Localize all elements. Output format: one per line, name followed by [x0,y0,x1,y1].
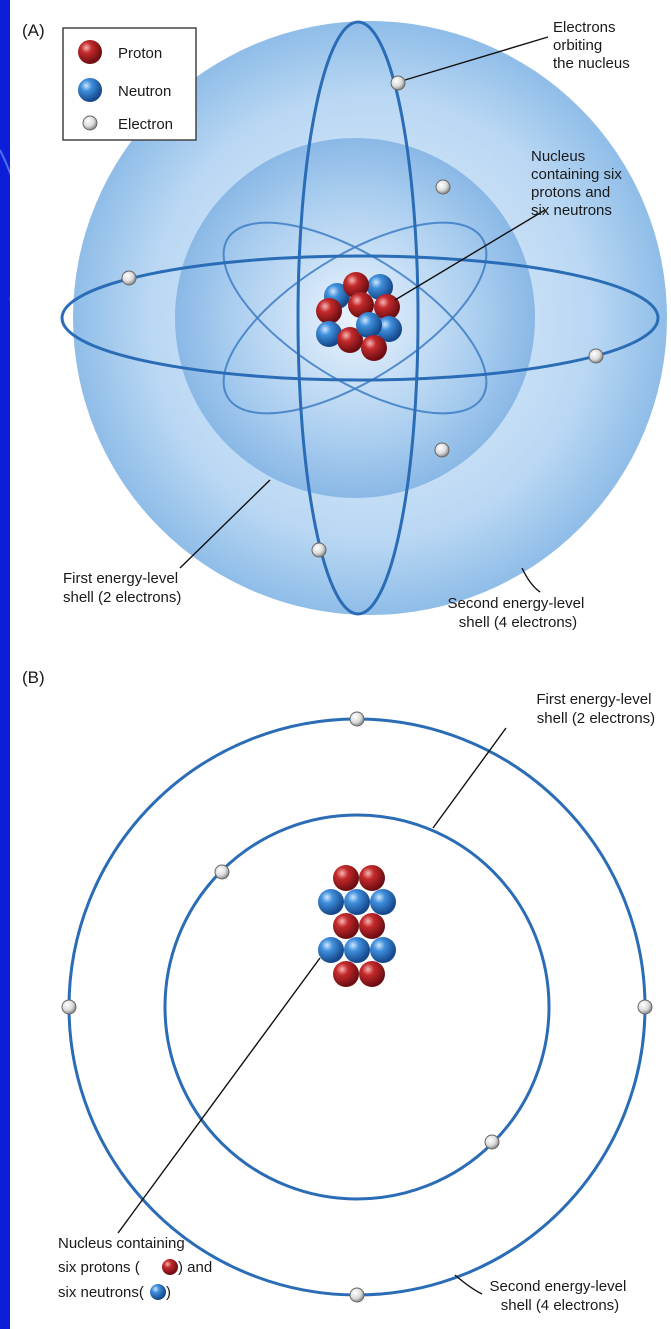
neutron [316,321,342,347]
callout-line: shell (4 electrons) [501,1297,619,1314]
proton [359,865,385,891]
leader-electrons [404,36,549,81]
inner-orbit-1 [222,221,488,415]
electrons-b [61,711,653,1303]
nucleus-b [318,865,396,987]
proton [333,961,359,987]
callout-line: shell (2 electrons) [537,710,655,727]
neutron [318,937,344,963]
nucleus-a [316,272,402,361]
callout-line: the nucleus [553,55,630,72]
inner-orbit-2 [222,221,488,415]
first-shell-sphere [175,138,535,498]
neutron [344,937,370,963]
proton [348,292,374,318]
leader-nucleus [394,209,546,301]
callout-line: Electrons [553,19,616,36]
callout-line: six neutrons( [58,1284,144,1301]
outer-orbits [60,20,660,616]
callouts-b [117,727,507,1295]
callout-electrons-orbiting: Electrons orbiting the nucleus [553,19,630,72]
electron [121,270,137,286]
inline-proton-swatch [162,1259,178,1275]
callout-line: shell (4 electrons) [459,614,577,631]
neutron [356,312,382,338]
leader-nucleus-b [117,957,321,1234]
callout-first-shell-a: First energy-level shell (2 electrons) [63,570,182,606]
proton [361,335,387,361]
leader-first-shell-b [432,727,507,829]
legend-electron-label: Electron [118,116,173,133]
callout-line: Nucleus containing [58,1235,185,1252]
callout-line: containing six [531,166,622,183]
proton [359,961,385,987]
electron [214,864,230,880]
callout-nucleus-b: Nucleus containing six protons ( ) and s… [58,1235,212,1301]
legend-neutron-swatch [78,78,102,102]
electron [484,1134,500,1150]
panel-a-letter: (A) [22,21,45,40]
inline-neutron-swatch [150,1284,166,1300]
leader-second-shell-b [454,1274,483,1295]
proton [374,294,400,320]
electron [435,179,451,195]
legend-electron-swatch [82,115,98,131]
electron [637,999,653,1015]
callout-line: First energy-level [536,691,651,708]
leader-first-shell [179,479,271,569]
callouts-a [179,36,549,593]
electron [390,75,406,91]
callout-line: shell (2 electrons) [63,589,181,606]
callout-line: ) [166,1284,171,1301]
electron [349,1287,365,1303]
proton [316,298,342,324]
neutron [376,316,402,342]
neutron [370,937,396,963]
callout-second-shell-b: Second energy-level shell (4 electrons) [490,1278,631,1314]
neutron [370,889,396,915]
electron [61,999,77,1015]
outer-orbit-vertical [296,20,420,616]
outer-orbit-horizontal [60,254,660,382]
proton [337,327,363,353]
legend-neutron-label: Neutron [118,83,171,100]
callout-line: ) and [178,1259,212,1276]
callout-line: Nucleus [531,148,585,165]
inner-orbit-b [163,813,551,1201]
electron [311,542,327,558]
callout-line: Second energy-level [448,595,585,612]
electron [434,442,450,458]
legend: Proton Neutron Electron [62,27,197,141]
electrons-a [121,75,604,558]
proton [359,913,385,939]
callout-line: orbiting [553,37,602,54]
callout-line: protons and [531,184,610,201]
electron [349,711,365,727]
callout-line: Second energy-level [490,1278,627,1295]
inner-orbits [222,221,488,415]
callout-first-shell-b: First energy-level shell (2 electrons) [536,691,655,727]
neutron [367,274,393,300]
electron [588,348,604,364]
callout-nucleus-a: Nucleus containing six protons and six n… [531,148,626,219]
leader-second-shell [521,567,541,593]
proton [333,913,359,939]
legend-proton-swatch [78,40,102,64]
callout-line: six protons ( [58,1259,140,1276]
legend-proton-label: Proton [118,45,162,62]
neutron [344,889,370,915]
neutron [318,889,344,915]
callout-line: First energy-level [63,570,178,587]
panel-b-letter: (B) [22,668,45,687]
callout-line: six neutrons [531,202,612,219]
callout-second-shell-a: Second energy-level shell (4 electrons) [448,595,589,631]
proton [333,865,359,891]
proton [343,272,369,298]
